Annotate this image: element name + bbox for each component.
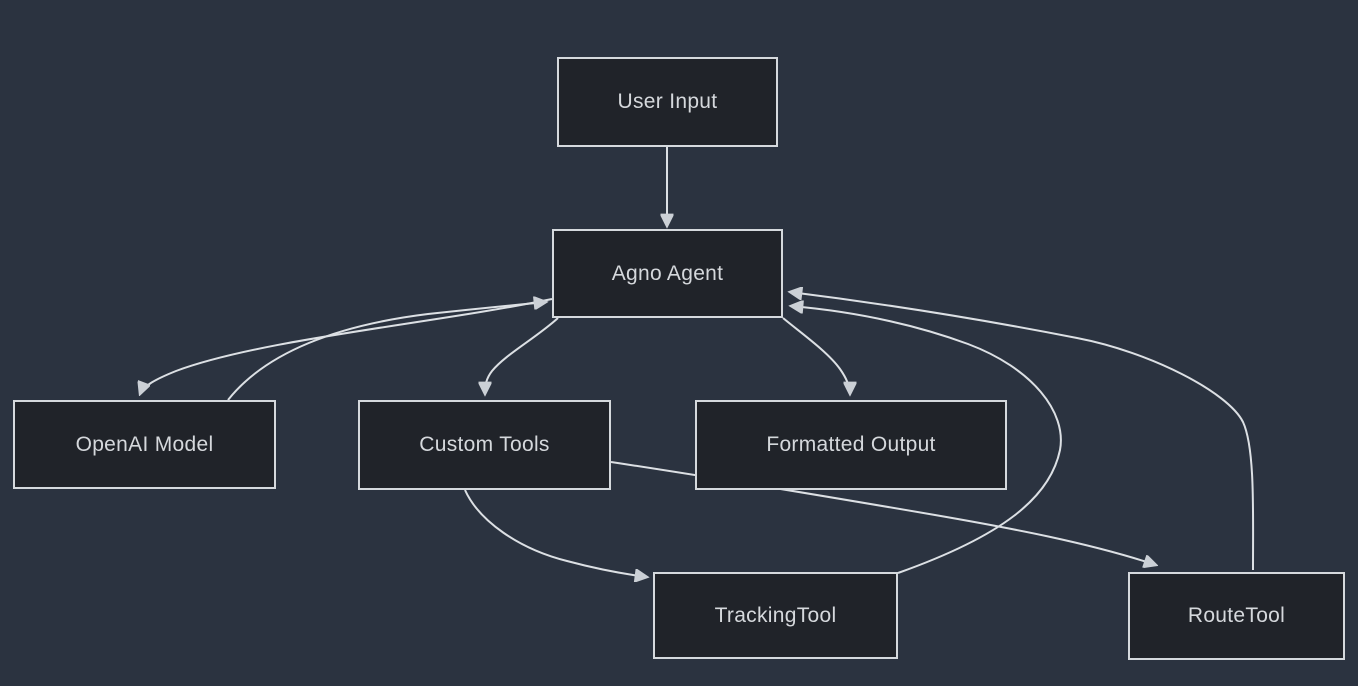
node-trackingtool-label: TrackingTool [714,603,837,627]
node-openai-model-label: OpenAI Model [75,432,214,456]
edge-routetool-to-agno-agent [790,292,1255,571]
node-trackingtool: TrackingTool [653,572,898,659]
node-formatted-output: Formatted Output [695,400,1007,490]
node-custom-tools: Custom Tools [358,400,611,490]
edge-agno-agent-to-formatted-output [782,317,850,394]
node-agno-agent: Agno Agent [552,229,783,318]
edge-trackingtool-to-agno-agent [791,306,1062,574]
node-user-input: User Input [557,57,778,147]
node-formatted-output-label: Formatted Output [766,433,936,456]
node-routetool-label: RouteTool [1187,604,1286,627]
edge-agno-agent-to-custom-tools [485,317,559,394]
edge-openai-model-to-agno-agent [227,302,546,401]
edge-custom-tools-to-trackingtool [464,489,647,577]
node-agno-agent-label: Agno Agent [611,261,724,285]
node-openai-model: OpenAI Model [13,400,276,489]
node-user-input-label: User Input [617,90,718,113]
node-routetool: RouteTool [1128,572,1345,660]
edge-agno-agent-to-openai-model [140,298,553,394]
node-custom-tools-label: Custom Tools [419,433,550,456]
